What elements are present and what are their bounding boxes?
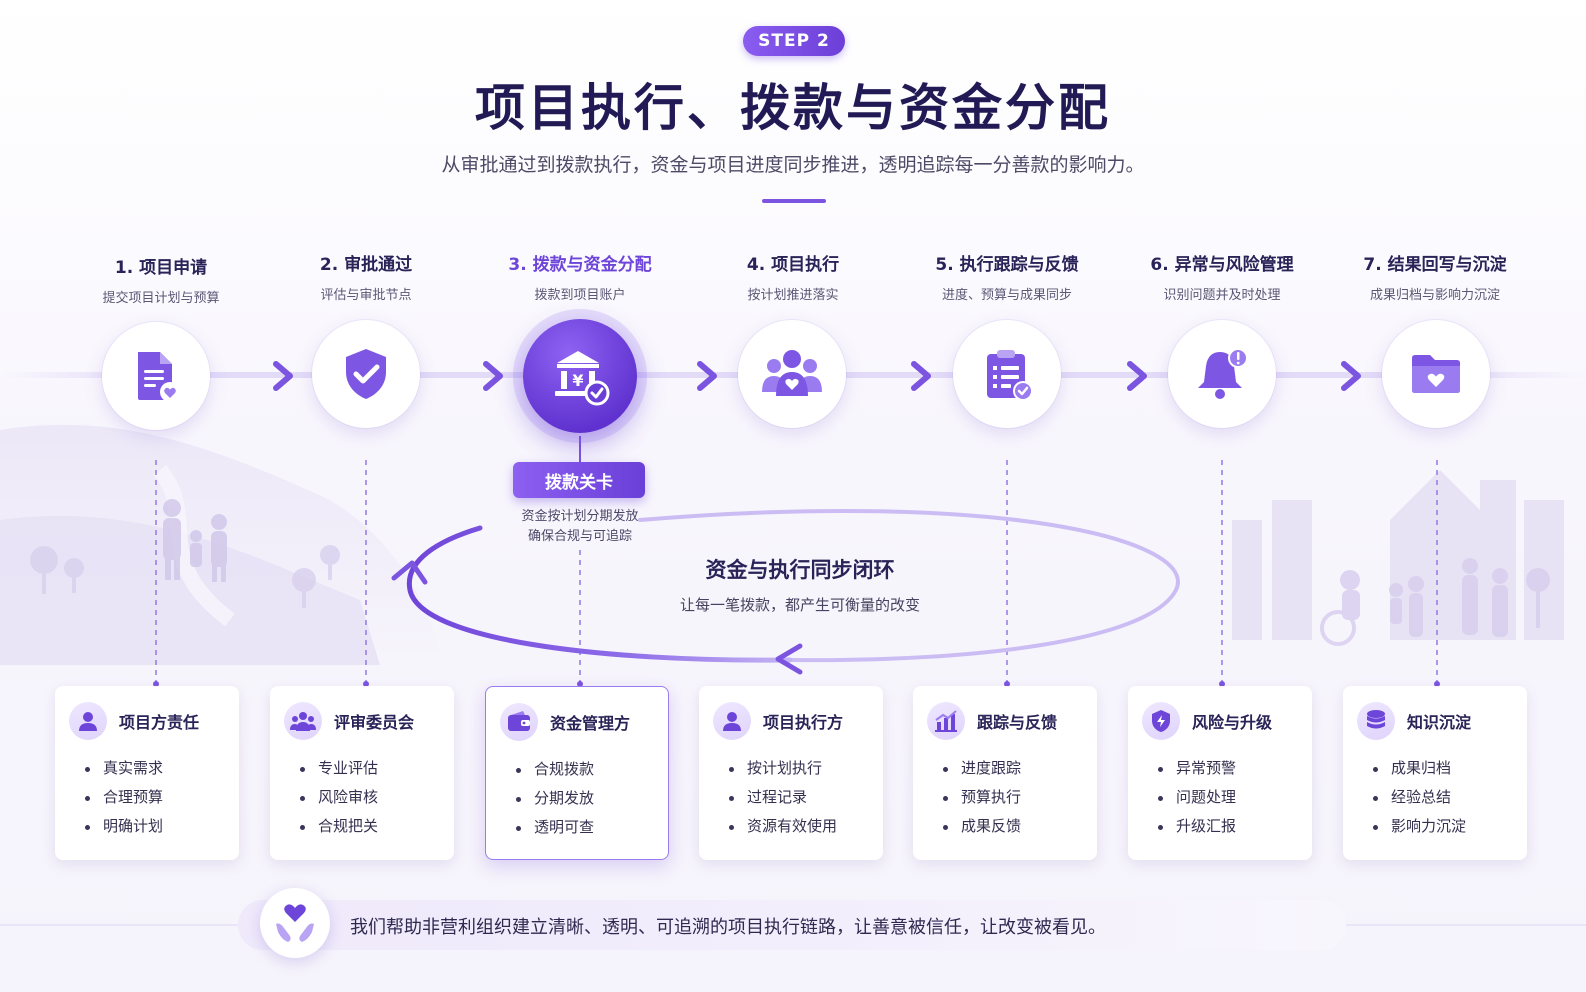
alert-bell-icon	[1198, 348, 1248, 399]
list-item: 专业评估	[300, 754, 378, 783]
role-card-5: 跟踪与反馈 进度跟踪 预算执行 成果反馈	[913, 686, 1097, 860]
list-item: 按计划执行	[729, 754, 837, 783]
title-divider	[762, 199, 826, 203]
list-item: 经验总结	[1373, 783, 1466, 812]
list-item: 异常预警	[1158, 754, 1236, 783]
card-title: 项目执行方	[763, 713, 844, 732]
list-item: 明确计划	[85, 812, 163, 841]
step-heading-6: 6. 异常与风险管理 识别问题并及时处理	[1102, 250, 1342, 303]
document-heart-icon	[138, 352, 180, 402]
step-node-5[interactable]	[953, 320, 1061, 428]
hands-heart-icon	[260, 888, 330, 958]
list-item: 成果归档	[1373, 754, 1466, 783]
footer-banner	[238, 900, 1346, 950]
list-item: 真实需求	[85, 754, 163, 783]
folder-heart-icon	[1412, 355, 1460, 393]
clipboard-check-icon	[987, 350, 1033, 401]
bar-chart-icon	[927, 702, 965, 740]
wallet-icon	[500, 703, 538, 741]
card-title: 评审委员会	[334, 713, 415, 732]
list-item: 升级汇报	[1158, 812, 1236, 841]
step-subtitle: 拨款到项目账户	[534, 288, 626, 303]
step-title: 5. 执行跟踪与反馈	[935, 255, 1079, 275]
step-heading-7: 7. 结果回写与沉淀 成果归档与影响力沉淀	[1315, 250, 1555, 303]
shield-check-icon	[346, 349, 386, 399]
page-subtitle: 从审批通过到拨款执行，资金与项目进度同步推进，透明追踪每一分善款的影响力。	[441, 154, 1145, 176]
svg-text:¥: ¥	[572, 371, 583, 390]
card-list: 成果归档 经验总结 影响力沉淀	[1373, 754, 1466, 841]
list-item: 合理预算	[85, 783, 163, 812]
step-subtitle: 提交项目计划与预算	[102, 291, 220, 306]
card-list: 真实需求 合理预算 明确计划	[85, 754, 163, 841]
step-node-1[interactable]	[102, 322, 210, 430]
list-item: 进度跟踪	[943, 754, 1021, 783]
group-icon	[284, 702, 322, 740]
list-item: 影响力沉淀	[1373, 812, 1466, 841]
database-icon	[1357, 702, 1395, 740]
step-node-6[interactable]	[1168, 320, 1276, 428]
role-card-4: 项目执行方 按计划执行 过程记录 资源有效使用	[699, 686, 883, 860]
card-list: 异常预警 问题处理 升级汇报	[1158, 754, 1236, 841]
card-list: 进度跟踪 预算执行 成果反馈	[943, 754, 1021, 841]
step-node-3[interactable]: ¥	[523, 319, 637, 433]
step-title: 6. 异常与风险管理	[1150, 255, 1294, 275]
step-subtitle: 按计划推进落实	[747, 288, 839, 303]
card-title: 风险与升级	[1192, 713, 1273, 732]
role-card-2: 评审委员会 专业评估 风险审核 合规把关	[270, 686, 454, 860]
card-list: 按计划执行 过程记录 资源有效使用	[729, 754, 837, 841]
list-item: 预算执行	[943, 783, 1021, 812]
step-subtitle: 识别问题并及时处理	[1163, 288, 1281, 303]
card-title: 跟踪与反馈	[977, 713, 1058, 732]
step-title: 2. 审批通过	[319, 255, 413, 275]
footer-text: 我们帮助非营利组织建立清晰、透明、可追溯的项目执行链路，让善意被信任，让改变被看…	[350, 917, 1106, 938]
list-item: 合规把关	[300, 812, 378, 841]
step-heading-5: 5. 执行跟踪与反馈 进度、预算与成果同步	[887, 250, 1127, 303]
list-item: 成果反馈	[943, 812, 1021, 841]
step-subtitle: 进度、预算与成果同步	[941, 288, 1072, 303]
step-heading-1: 1. 项目申请 提交项目计划与预算	[41, 253, 281, 306]
loop-subtitle: 让每一笔拨款，都产生可衡量的改变	[679, 596, 920, 614]
list-item: 问题处理	[1158, 783, 1236, 812]
role-card-3: 资金管理方 合规拨款 分期发放 透明可查	[485, 686, 669, 860]
role-card-1: 项目方责任 真实需求 合理预算 明确计划	[55, 686, 239, 860]
role-card-6: 风险与升级 异常预警 问题处理 升级汇报	[1128, 686, 1312, 860]
step-title: 3. 拨款与资金分配	[508, 255, 652, 275]
step-heading-3: 3. 拨款与资金分配 拨款到项目账户	[460, 250, 700, 303]
list-item: 资源有效使用	[729, 812, 837, 841]
step-node-2[interactable]	[312, 320, 420, 428]
step-title: 7. 结果回写与沉淀	[1363, 255, 1507, 275]
user-icon	[713, 702, 751, 740]
list-item: 分期发放	[516, 784, 594, 813]
disbursement-gate: 拨款关卡	[513, 462, 645, 498]
people-heart-icon	[762, 350, 822, 396]
step-subtitle: 成果归档与影响力沉淀	[1369, 288, 1500, 303]
user-icon	[69, 702, 107, 740]
bank-yuan-icon: ¥	[555, 351, 610, 406]
loop-title: 资金与执行同步闭环	[705, 558, 895, 582]
step-node-4[interactable]	[738, 320, 846, 428]
step-title: 4. 项目执行	[746, 255, 840, 275]
step-node-7[interactable]	[1382, 320, 1490, 428]
gate-note-line-1: 资金按计划分期发放	[521, 509, 639, 524]
role-card-7: 知识沉淀 成果归档 经验总结 影响力沉淀	[1343, 686, 1527, 860]
page-title: 项目执行、拨款与资金分配	[475, 79, 1111, 137]
step-heading-2: 2. 审批通过 评估与审批节点	[246, 250, 486, 303]
shield-bolt-icon	[1142, 702, 1180, 740]
card-list: 专业评估 风险审核 合规把关	[300, 754, 378, 841]
card-list: 合规拨款 分期发放 透明可查	[516, 755, 594, 842]
list-item: 透明可查	[516, 813, 594, 842]
gate-note-line-2: 确保合规与可追踪	[527, 529, 632, 544]
step-heading-4: 4. 项目执行 按计划推进落实	[673, 250, 913, 303]
list-item: 过程记录	[729, 783, 837, 812]
list-item: 风险审核	[300, 783, 378, 812]
list-item: 合规拨款	[516, 755, 594, 784]
step-badge: STEP 2	[743, 26, 845, 56]
step-title: 1. 项目申请	[114, 258, 208, 278]
card-title: 知识沉淀	[1407, 713, 1472, 732]
card-title: 项目方责任	[119, 713, 200, 732]
card-title: 资金管理方	[550, 714, 631, 733]
step-subtitle: 评估与审批节点	[320, 288, 412, 303]
